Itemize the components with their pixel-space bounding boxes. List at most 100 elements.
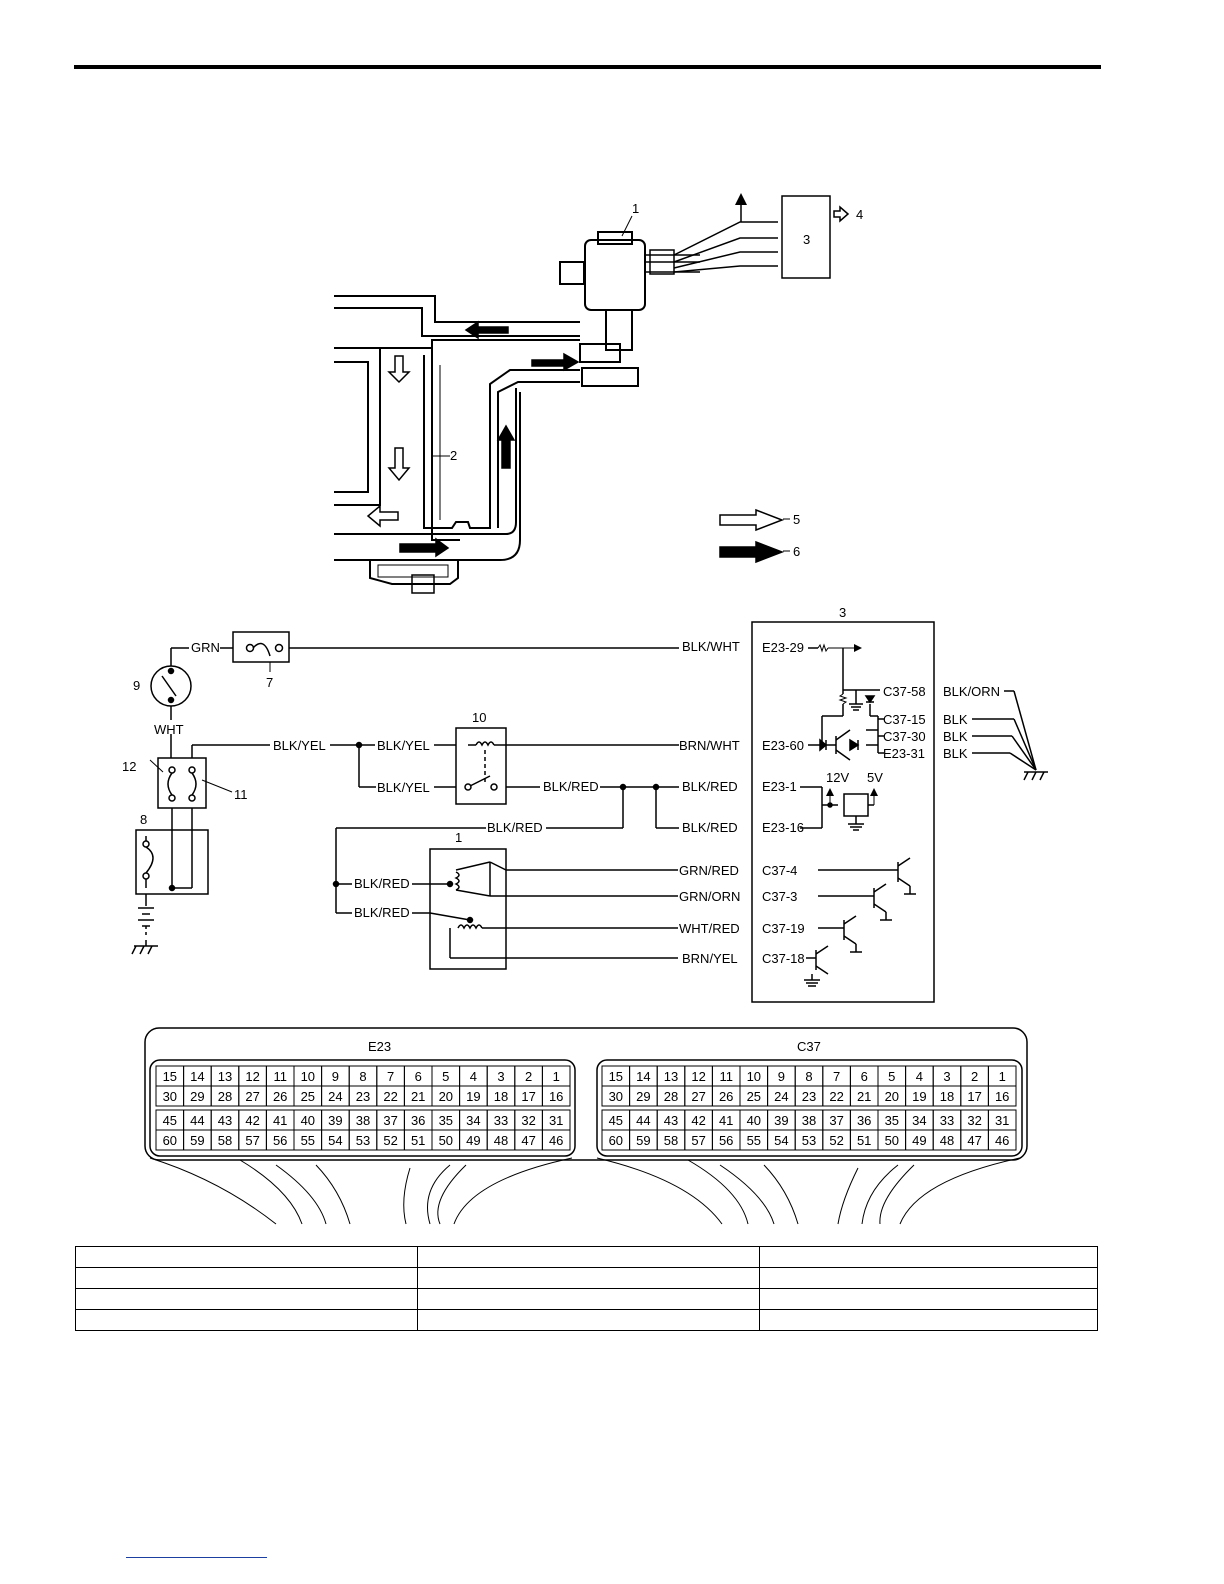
e23-pin-9: 9 [332, 1069, 339, 1084]
c37-pin-18: 18 [940, 1089, 954, 1104]
c37-pin-58: 58 [664, 1133, 678, 1148]
c37-pin-41: 41 [719, 1113, 733, 1128]
e23-pin-35: 35 [439, 1113, 453, 1128]
e23-pin-36: 36 [411, 1113, 425, 1128]
e23-pin-14: 14 [190, 1069, 204, 1084]
e23-pin-51: 51 [411, 1133, 425, 1148]
e23-pin-41: 41 [273, 1113, 287, 1128]
e23-pin-3: 3 [497, 1069, 504, 1084]
c37-pin-47: 47 [967, 1133, 981, 1148]
c37-pin-55: 55 [747, 1133, 761, 1148]
e23-pin-42: 42 [245, 1113, 259, 1128]
c37-pin-26: 26 [719, 1089, 733, 1104]
e23-pin-25: 25 [301, 1089, 315, 1104]
footer-link-rule [126, 1557, 267, 1558]
c37-pin-28: 28 [664, 1089, 678, 1104]
e23-pin-40: 40 [301, 1113, 315, 1128]
e23-pin-1: 1 [553, 1069, 560, 1084]
c37-pin-39: 39 [774, 1113, 788, 1128]
e23-pin-53: 53 [356, 1133, 370, 1148]
wire-brn-yel: BRN/YEL [682, 951, 738, 966]
wire-blk-red-6: BLK/RED [354, 905, 410, 920]
c37-pin-4: 4 [916, 1069, 923, 1084]
callout-4: 4 [856, 207, 863, 222]
e23-pin-57: 57 [245, 1133, 259, 1148]
e23-pin-5: 5 [442, 1069, 449, 1084]
legend-open-arrow [719, 508, 785, 532]
wire-grn-red: GRN/RED [679, 863, 739, 878]
e23-pin-cell-46 [541, 1129, 571, 1151]
e23-pin-16: 16 [549, 1089, 563, 1104]
e23-pin-18: 18 [494, 1089, 508, 1104]
c37-pin-9: 9 [778, 1069, 785, 1084]
c37-pin-43: 43 [664, 1113, 678, 1128]
c37-pin-50: 50 [885, 1133, 899, 1148]
term-e23-1: E23-1 [762, 779, 797, 794]
e23-pin-7: 7 [387, 1069, 394, 1084]
c37-pin-14: 14 [636, 1069, 650, 1084]
term-e23-31: E23-31 [883, 746, 925, 761]
wire-blk-2: BLK [943, 729, 968, 744]
callout-1-bottom: 1 [455, 830, 462, 845]
c37-pin-21: 21 [857, 1089, 871, 1104]
e23-pin-60: 60 [163, 1133, 177, 1148]
c37-pin-8: 8 [805, 1069, 812, 1084]
ecm-box [751, 621, 935, 1003]
e23-pin-15: 15 [163, 1069, 177, 1084]
e23-pin-19: 19 [466, 1089, 480, 1104]
c37-pin-57: 57 [691, 1133, 705, 1148]
e23-pin-10: 10 [301, 1069, 315, 1084]
e23-pin-6: 6 [415, 1069, 422, 1084]
c37-pin-13: 13 [664, 1069, 678, 1084]
c37-pin-2: 2 [971, 1069, 978, 1084]
c37-pin-19: 19 [912, 1089, 926, 1104]
c37-pin-27: 27 [691, 1089, 705, 1104]
c37-pin-29: 29 [636, 1089, 650, 1104]
callout-11: 11 [234, 787, 248, 802]
e23-pin-45: 45 [163, 1113, 177, 1128]
c37-pin-22: 22 [829, 1089, 843, 1104]
c37-pin-12: 12 [691, 1069, 705, 1084]
c37-pin-40: 40 [747, 1113, 761, 1128]
c37-pin-37: 37 [829, 1113, 843, 1128]
connector-c37-label: C37 [797, 1039, 821, 1054]
e23-pin-11: 11 [273, 1069, 287, 1084]
e23-pin-47: 47 [521, 1133, 535, 1148]
wire-blk-yel-1: BLK/YEL [273, 738, 326, 753]
info-table [75, 1246, 1098, 1331]
term-c37-15: C37-15 [883, 712, 926, 727]
e23-pin-24: 24 [328, 1089, 342, 1104]
e23-pin-59: 59 [190, 1133, 204, 1148]
e23-pin-2: 2 [525, 1069, 532, 1084]
term-c37-18: C37-18 [762, 951, 805, 966]
e23-pin-21: 21 [411, 1089, 425, 1104]
e23-pin-23: 23 [356, 1089, 370, 1104]
e23-pin-37: 37 [383, 1113, 397, 1128]
c37-pin-48: 48 [940, 1133, 954, 1148]
connector-e23-label: E23 [368, 1039, 391, 1054]
c37-pin-16: 16 [995, 1089, 1009, 1104]
term-c37-19: C37-19 [762, 921, 805, 936]
c37-pin-3: 3 [943, 1069, 950, 1084]
c37-pin-46: 46 [995, 1133, 1009, 1148]
e23-pin-32: 32 [521, 1113, 535, 1128]
header-rule [74, 65, 1101, 69]
e23-pin-17: 17 [521, 1089, 535, 1104]
c37-pin-59: 59 [636, 1133, 650, 1148]
wire-grn-orn: GRN/ORN [679, 889, 740, 904]
c37-pin-10: 10 [747, 1069, 761, 1084]
e23-pin-30: 30 [163, 1089, 177, 1104]
e23-pin-cell-16 [541, 1085, 571, 1107]
wire-blk-yel-3: BLK/YEL [377, 780, 430, 795]
c37-pin-cell-16 [987, 1085, 1017, 1107]
term-e23-60: E23-60 [762, 738, 804, 753]
e23-pin-44: 44 [190, 1113, 204, 1128]
c37-pin-60: 60 [609, 1133, 623, 1148]
ecm-connector [144, 1027, 1028, 1161]
e23-pin-38: 38 [356, 1113, 370, 1128]
voltage-12v: 12V [826, 770, 849, 785]
e23-pin-29: 29 [190, 1089, 204, 1104]
e23-pin-28: 28 [218, 1089, 232, 1104]
